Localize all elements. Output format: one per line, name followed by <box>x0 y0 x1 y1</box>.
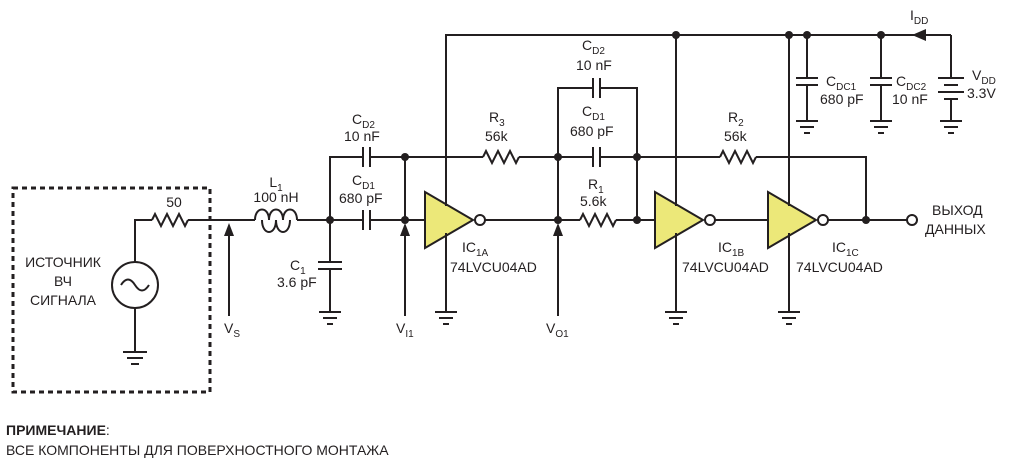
cdc2-value: 10 nF <box>892 91 928 107</box>
cdc1-name: CDC1 <box>826 73 857 93</box>
l1-name: L1 <box>269 174 283 194</box>
vdd-value: 3.3V <box>967 85 996 101</box>
source-label-line1: ИСТОЧНИК <box>25 254 102 270</box>
cd1-fb-value: 680 pF <box>570 123 614 139</box>
resistor-r3-symbol <box>482 148 520 166</box>
r-source-label: 50 <box>166 194 182 210</box>
output-terminal <box>906 214 918 226</box>
c1-value: 3.6 pF <box>277 274 317 290</box>
source-label-line2: ВЧ <box>54 273 72 289</box>
ic1c-part: 74LVCU04AD <box>796 259 883 275</box>
cd2-in-value: 10 nF <box>344 128 380 144</box>
ic1a-name: IC1A <box>462 239 489 259</box>
vi1-label: VI1 <box>396 320 414 340</box>
vdd-name: VDD <box>972 67 996 87</box>
vo1-probe-arrow <box>553 223 563 316</box>
cd2-fb-name: CD2 <box>582 37 605 57</box>
r2-value: 56k <box>724 128 748 144</box>
inverter-ic1c <box>767 190 818 250</box>
cd2-fb-value: 10 nF <box>576 57 612 73</box>
resistor-r2-symbol <box>719 148 757 166</box>
c1-ground-icon <box>319 311 341 325</box>
cd1-fb-name: CD1 <box>582 103 605 123</box>
vdd-ground-icon <box>940 120 962 134</box>
vs-probe-arrow <box>224 223 234 316</box>
ac-source-symbol <box>111 261 159 309</box>
note-text: ВСЕ КОМПОНЕНТЫ ДЛЯ ПОВЕРХНОСТНОГО МОНТАЖ… <box>6 442 389 458</box>
source-label: ИСТОЧНИК ВЧ СИГНАЛА <box>25 254 102 308</box>
inverter-ic1b <box>654 190 705 250</box>
idd-label: IDD <box>910 7 928 27</box>
note-title: ПРИМЕЧАНИЕ <box>6 422 106 438</box>
vi1-probe-arrow <box>400 223 410 316</box>
ic1b-part: 74LVCU04AD <box>682 259 769 275</box>
resistor-r1-symbol <box>579 211 617 229</box>
cdc2-ground-icon <box>870 120 892 134</box>
inductor-l1-symbol <box>254 208 298 233</box>
r3-name: R3 <box>489 109 505 129</box>
r1-value: 5.6k <box>580 193 607 209</box>
source-label-line3: СИГНАЛА <box>30 292 97 308</box>
r3-value: 56k <box>485 128 509 144</box>
c1-name: C1 <box>290 257 306 277</box>
cdc2-name: CDC2 <box>896 73 927 93</box>
ic1c-ground-icon <box>778 311 800 325</box>
ic1b-ground-icon <box>665 311 687 325</box>
source-ground-icon <box>123 351 147 365</box>
note-heading: ПРИМЕЧАНИЕ: <box>6 422 110 438</box>
inverter-ic1a <box>424 190 475 250</box>
cd1-in-value: 680 pF <box>339 190 383 206</box>
cd2-in-name: CD2 <box>352 111 375 131</box>
source-enclosure <box>11 186 212 394</box>
sine-wave-icon <box>120 278 150 292</box>
ic1c-name: IC1C <box>832 239 859 259</box>
resistor-50-symbol <box>151 211 189 229</box>
note-title-colon: : <box>105 422 110 438</box>
vo1-label: VO1 <box>546 320 569 340</box>
output-label-line1: ВЫХОД <box>932 202 983 218</box>
ic1a-part: 74LVCU04AD <box>450 259 537 275</box>
cdc1-ground-icon <box>796 120 818 134</box>
ic1b-name: IC1B <box>718 239 745 259</box>
l1-value: 100 nH <box>253 189 298 205</box>
idd-arrow-icon <box>912 29 926 41</box>
cdc1-value: 680 pF <box>820 91 864 107</box>
r2-name: R2 <box>728 109 744 129</box>
ic1a-ground-icon <box>435 311 457 325</box>
r1-name: R1 <box>588 176 604 196</box>
vs-label: VS <box>224 320 240 340</box>
cd1-in-name: CD1 <box>352 172 375 192</box>
output-label-line2: ДАННЫХ <box>925 221 986 237</box>
